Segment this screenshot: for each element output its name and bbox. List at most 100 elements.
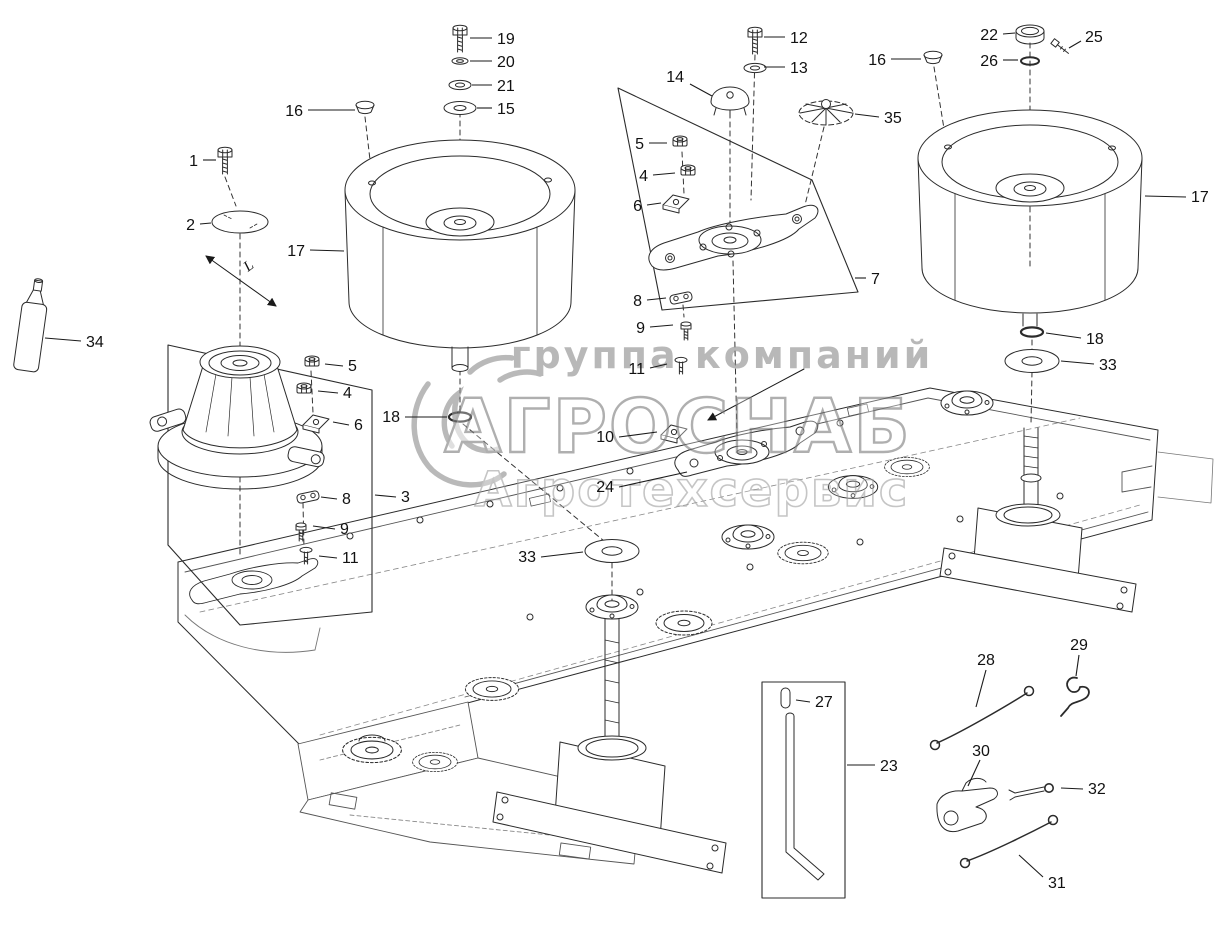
callout-34: 34 — [44, 334, 104, 351]
callout-25: 25 — [1068, 29, 1103, 49]
bearing-hub-assembly — [149, 345, 325, 490]
callout-17-left-label: 17 — [287, 243, 305, 260]
callout-33-left: 33 — [518, 549, 584, 566]
callout-22: 22 — [980, 27, 1016, 44]
callout-20-label: 20 — [497, 54, 515, 71]
part-31-wire — [959, 814, 1059, 869]
callout-2-label: 2 — [186, 217, 195, 234]
left-end-blade-disc — [189, 558, 319, 605]
callout-11-mid-label: 11 — [628, 361, 645, 378]
callout-5-left: 5 — [324, 358, 357, 375]
callout-3: 3 — [374, 489, 410, 506]
callout-27: 27 — [795, 694, 833, 711]
callout-11-left: 11 — [318, 550, 359, 567]
callout-6-left: 6 — [332, 417, 363, 434]
dimension-label: L — [240, 257, 257, 275]
part-1-bolt — [217, 146, 233, 175]
callout-16-left: 16 — [285, 103, 355, 120]
part-23-knife — [785, 712, 825, 881]
part-12-bolt — [747, 26, 763, 55]
callout-6-mid-label: 6 — [633, 198, 642, 215]
callout-6-mid: 6 — [633, 198, 662, 215]
upper-cutter-disc — [648, 204, 819, 271]
callout-8-left-label: 8 — [342, 491, 351, 508]
callout-25-label: 25 — [1085, 29, 1103, 46]
part-25-screw — [1050, 38, 1069, 54]
callout-11-left-label: 11 — [342, 550, 359, 567]
callout-11-mid: 11 — [628, 361, 668, 378]
callout-4-left-label: 4 — [343, 385, 352, 402]
part-27-pin — [780, 687, 791, 709]
callout-16-right-label: 16 — [868, 52, 886, 69]
callout-28: 28 — [975, 652, 995, 708]
callout-19: 19 — [470, 31, 515, 48]
part-8-plate-mid — [668, 290, 694, 306]
callout-21-label: 21 — [497, 78, 515, 95]
callout-13: 13 — [764, 60, 808, 77]
callout-16-right: 16 — [868, 52, 921, 69]
callout-4-mid: 4 — [639, 168, 676, 185]
callout-28-label: 28 — [977, 652, 995, 669]
callout-9-mid: 9 — [636, 320, 674, 337]
watermark-line3: Агротехсервис — [475, 462, 910, 518]
left-gearbox — [492, 615, 727, 874]
callout-34-label: 34 — [86, 334, 104, 351]
callout-14: 14 — [666, 69, 713, 97]
callout-9-mid-label: 9 — [636, 320, 645, 337]
part-18-oring-right — [1019, 326, 1045, 338]
part-32-cotter-pin — [1008, 782, 1055, 801]
callout-29: 29 — [1070, 637, 1088, 677]
watermark-line1: группа компаний — [511, 333, 934, 377]
part-19-bolt — [452, 24, 468, 53]
callout-30-label: 30 — [972, 743, 990, 760]
part-35-spider — [798, 99, 854, 126]
callout-5-mid-label: 5 — [635, 136, 644, 153]
callout-13-label: 13 — [790, 60, 808, 77]
callout-7: 7 — [855, 271, 880, 288]
callout-23: 23 — [847, 758, 898, 775]
callout-33-right: 33 — [1060, 357, 1117, 374]
right-drum — [917, 109, 1143, 327]
callout-2: 2 — [186, 217, 212, 234]
part-16-plug-right — [923, 50, 943, 65]
part-30-latch — [936, 777, 998, 833]
part-28-wire — [929, 685, 1035, 751]
callout-7-label: 7 — [871, 271, 880, 288]
left-drum — [344, 139, 576, 372]
callout-14-label: 14 — [666, 69, 684, 86]
part-16-plug-left — [355, 100, 375, 115]
callout-5-mid: 5 — [635, 136, 667, 153]
part-5-nut-left — [304, 355, 320, 367]
part-6-bracket-left — [302, 414, 330, 434]
watermark: группа компаний АГРОСНАБ Агротехсервис — [411, 333, 934, 519]
part-21-washer — [448, 79, 472, 91]
callouts: 19 20 21 15 16 1 2 17 12 13 14 35 22 25 … — [44, 27, 1209, 892]
part-4-nut-mid — [680, 164, 696, 176]
part-6-bracket-mid — [662, 194, 690, 214]
watermark-logo — [411, 354, 543, 488]
callout-32: 32 — [1060, 781, 1106, 798]
callout-21: 21 — [472, 78, 515, 95]
callout-8-mid-label: 8 — [633, 293, 642, 310]
callout-32-label: 32 — [1088, 781, 1106, 798]
callout-23-label: 23 — [880, 758, 898, 775]
callout-30: 30 — [967, 743, 990, 787]
part-2-plate — [211, 210, 269, 234]
callout-18-left: 18 — [382, 409, 447, 426]
callout-17-right-label: 17 — [1191, 189, 1209, 206]
callout-26-label: 26 — [980, 53, 998, 70]
part-29-rclip — [1060, 676, 1090, 717]
callout-24-label: 24 — [596, 479, 614, 496]
callout-17-left: 17 — [287, 243, 345, 260]
callout-26: 26 — [980, 53, 1018, 70]
callout-20: 20 — [470, 54, 515, 71]
callout-35-label: 35 — [884, 110, 902, 127]
callout-35: 35 — [854, 110, 902, 127]
callout-3-label: 3 — [401, 489, 410, 506]
callout-18-right: 18 — [1045, 331, 1104, 348]
bar-discs — [189, 390, 994, 772]
callout-9-left-label: 9 — [340, 521, 349, 538]
callout-5-left-label: 5 — [348, 358, 357, 375]
callout-18-right-label: 18 — [1086, 331, 1104, 348]
